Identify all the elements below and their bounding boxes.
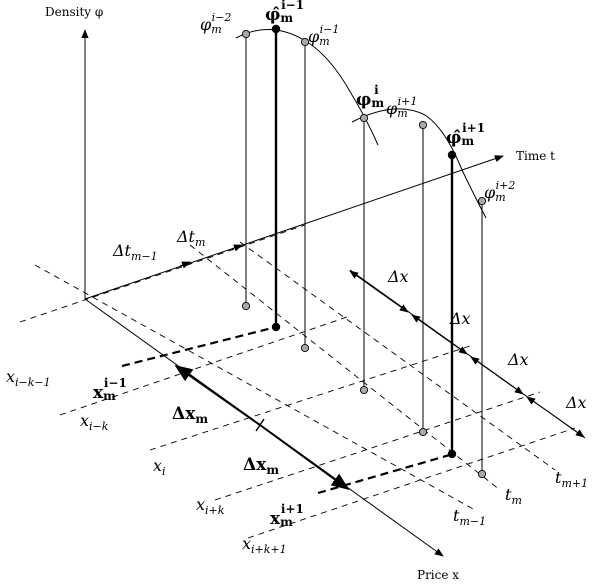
node-hat-ip1 (447, 150, 457, 160)
label-xm-im1: xmi−1 (93, 376, 127, 403)
label-phi-ip1: φmi+1 (386, 95, 417, 120)
label-dx-2: Δx (449, 309, 471, 328)
price-axis-label: Price x (417, 568, 459, 582)
dt-m-arrow (231, 244, 243, 252)
gridline-x-ipk (214, 391, 541, 501)
dxm-midtick (255, 418, 265, 432)
curve-lower (351, 108, 487, 219)
highlight-nodes (271, 24, 457, 459)
node-base-im2 (241, 301, 251, 311)
node-phi-im1 (300, 37, 310, 47)
gridline-t-mp1 (239, 241, 556, 471)
dx-arrow-4a (526, 396, 554, 416)
dx-arrow-3a (470, 356, 496, 375)
dx-arrow-1a (349, 270, 396, 304)
gridline-x-ikm1 (19, 224, 306, 323)
price-gridlines (19, 224, 576, 539)
dash-xm-im1 (121, 325, 277, 368)
highlight-dashes (121, 325, 454, 495)
node-xm-ip1 (447, 449, 457, 459)
dxm-arrow (174, 364, 350, 491)
highlight-stems (274, 29, 454, 454)
label-dxm-b: Δxm (243, 455, 279, 477)
label-phi-im2: φmi−2 (200, 11, 231, 36)
label-phi-hat-im1: φ̂mi−1 (265, 0, 304, 25)
axes (81, 29, 504, 557)
node-base-ip2 (477, 469, 487, 479)
density-stems (245, 34, 483, 474)
grid-nodes (241, 29, 487, 479)
label-phi-ip2: φmi+2 (484, 179, 515, 204)
dt-mm1-arrow (179, 261, 191, 269)
label-dx-4: Δx (565, 393, 587, 412)
time-step-markers (179, 244, 243, 269)
node-xm-im1 (271, 322, 281, 332)
dx-measure (349, 269, 586, 439)
label-phi-i: φmi (356, 83, 384, 110)
label-x-i: xi (153, 456, 166, 478)
density-curve (235, 29, 487, 219)
label-phi-hat-ip1: φ̂mi+1 (446, 121, 485, 148)
node-phi-ip1 (418, 120, 428, 130)
time-axis-label: Time t (516, 149, 555, 163)
curve-upper (235, 29, 379, 146)
node-base-i (359, 385, 369, 395)
time-axis (84, 155, 504, 300)
time-gridlines (34, 241, 556, 511)
node-hat-im1 (271, 24, 281, 34)
dx-arrow-2a (411, 314, 441, 336)
label-dx-3: Δx (507, 350, 529, 369)
gridline-x-i (149, 345, 471, 451)
node-base-im1 (300, 343, 310, 353)
dxm-arrow-right (259, 424, 350, 491)
dx-arrow-1b (394, 302, 409, 313)
label-dt-m: Δtm (176, 227, 205, 249)
gridline-t-mm1 (34, 264, 476, 511)
label-dxm-a: Δxm (172, 404, 208, 426)
label-t-mm1: tm−1 (453, 506, 486, 528)
dxm-arrow-left (174, 364, 261, 426)
label-x-ikm1: xi−k−1 (6, 367, 51, 389)
density-axis-label: Density φ (45, 5, 103, 19)
label-phi-im1: φmi−1 (308, 23, 339, 48)
label-t-mp1: tm+1 (555, 468, 588, 490)
label-t-m: tm (505, 485, 522, 507)
gridline-x-ik (59, 315, 351, 416)
dash-xm-ip1 (317, 452, 454, 495)
label-dt-mm1: Δtm−1 (112, 241, 158, 263)
node-base-ip1 (418, 427, 428, 437)
node-phi-ip2 (477, 196, 487, 206)
node-phi-im2 (241, 29, 251, 39)
label-x-ipkp1: xi+k+1 (242, 534, 287, 556)
label-x-ik: xi−k (80, 411, 109, 433)
dx-arrow-4b (552, 414, 585, 438)
dx-arrow-3b (494, 373, 524, 395)
node-phi-i (359, 113, 369, 123)
label-x-ipk: xi+k (196, 495, 225, 517)
dx-arrow-2b (439, 334, 468, 355)
gridline-x-ipkp1 (247, 427, 576, 539)
label-xm-ip1: xmi+1 (270, 502, 304, 529)
label-dx-1: Δx (387, 267, 409, 286)
